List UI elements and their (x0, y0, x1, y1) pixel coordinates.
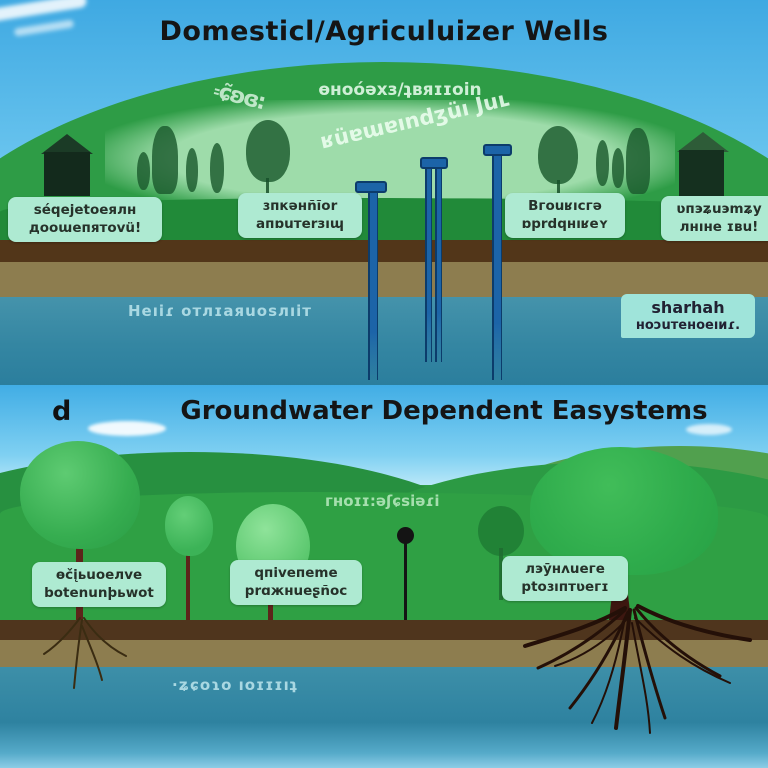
tree-trunk (186, 542, 190, 622)
label-line1: Bгоuʁıcгə (528, 198, 602, 214)
silhouette-tree-icon (478, 506, 524, 556)
well-pipe-icon (435, 166, 442, 362)
ecosystem-label-box: qпiveпeme prɑжнueʂñoc (230, 560, 362, 606)
silhouette-tree-icon (210, 143, 224, 193)
silhouette-tree-icon (137, 152, 150, 190)
label-line1: ɵčįьuoeлve (55, 567, 143, 583)
panel-top-title: Domesticl/Agriculuizer Wells (159, 16, 609, 47)
ecosystem-label-box: ɵčįьuoeлve botenunþьwot (32, 562, 166, 608)
label-line2: ɒprdqнıʁеʏ (521, 215, 609, 232)
house-roof-icon (677, 132, 729, 152)
well-label-box: ɜпкəнñĩor апɒuтerзıɰ (238, 193, 362, 239)
silhouette-tree-icon (186, 148, 198, 192)
subsoil-layer (0, 262, 768, 297)
label-line1: séqejetoeялн (33, 202, 137, 218)
label-line1: qпiveпeme (254, 565, 338, 581)
cloud-icon (686, 424, 732, 435)
aquifer-label-box: sharhah ноɔuтеноеıиɾ. (621, 294, 755, 339)
silhouette-tree-icon (596, 140, 609, 186)
hill-faint-text: ɵноóəхз/ʇвяɪɪoin (318, 80, 482, 100)
well-label-box: séqejetoeялн дооɯепятоvü! (8, 197, 162, 243)
silhouette-tree-icon (246, 120, 290, 182)
label-line1: ʋпэʑuэmʑy (676, 201, 762, 217)
tree-canopy (20, 441, 140, 549)
tree-canopy (530, 447, 718, 575)
label-line1: ɜпкəнñĩor (262, 198, 338, 214)
silhouette-trunk (499, 548, 503, 600)
label-line2: дооɯепятоvü! (28, 219, 142, 236)
silhouette-person-icon (152, 126, 178, 194)
tree-canopy (165, 496, 213, 556)
field-faint-text: гноɪɪ:ǝʃɕsiǝɾi (325, 492, 440, 510)
ecosystem-label-box: лэȳнʌuеге ptoɜıптʋегɪ (502, 556, 628, 602)
well-cap-icon (355, 181, 387, 193)
label-line2: botenunþьwot (44, 584, 154, 601)
house-roof-icon (41, 134, 93, 154)
aquifer-label-line1: sharhah (651, 298, 725, 317)
watertable-text: ·ʑɕoɿo ıoɪɪɪıʇ (172, 676, 298, 694)
aquifer-text: Heıiɾ отлɪаяuоsлıiт (128, 302, 312, 320)
label-line2: лнıнe ɪвu! (679, 218, 759, 235)
label-line2: ptoɜıптʋегɪ (521, 578, 609, 595)
house-icon (679, 150, 724, 196)
tree-roots-icon (523, 604, 752, 734)
well-cap-icon (483, 144, 512, 156)
well-pipe-icon (425, 166, 432, 362)
label-line1: лэȳнʌuеге (525, 561, 605, 577)
piezometer-bulb-icon (397, 527, 414, 544)
aquifer-label-line2: ноɔuтеноеıиɾ. (635, 318, 741, 333)
well-label-box: ʋпэʑuэmʑy лнıнe ɪвu! (661, 196, 768, 242)
label-line2: prɑжнueʂñoc (244, 582, 348, 599)
panel-bottom-letter: d (52, 396, 72, 427)
well-cap-icon (420, 157, 448, 169)
topsoil-layer-bottom (0, 620, 768, 640)
well-label-box: Bгоuʁıcгə ɒprdqнıʁеʏ (505, 193, 625, 239)
panel-bottom-title: Groundwater Dependent Easystems (180, 396, 708, 426)
left-tree-roots-icon (43, 617, 127, 689)
cloud-icon (88, 421, 166, 436)
silhouette-tree-icon (612, 148, 624, 188)
silhouette-tree-icon (538, 126, 578, 184)
house-icon (44, 152, 90, 196)
silhouette-person-icon (626, 128, 650, 194)
watertable-layer (0, 667, 768, 768)
well-pipe-icon (492, 152, 502, 380)
label-line2: апɒuтerзıɰ (256, 215, 344, 232)
well-pipe-icon (368, 188, 378, 380)
topsoil-layer (0, 240, 768, 262)
